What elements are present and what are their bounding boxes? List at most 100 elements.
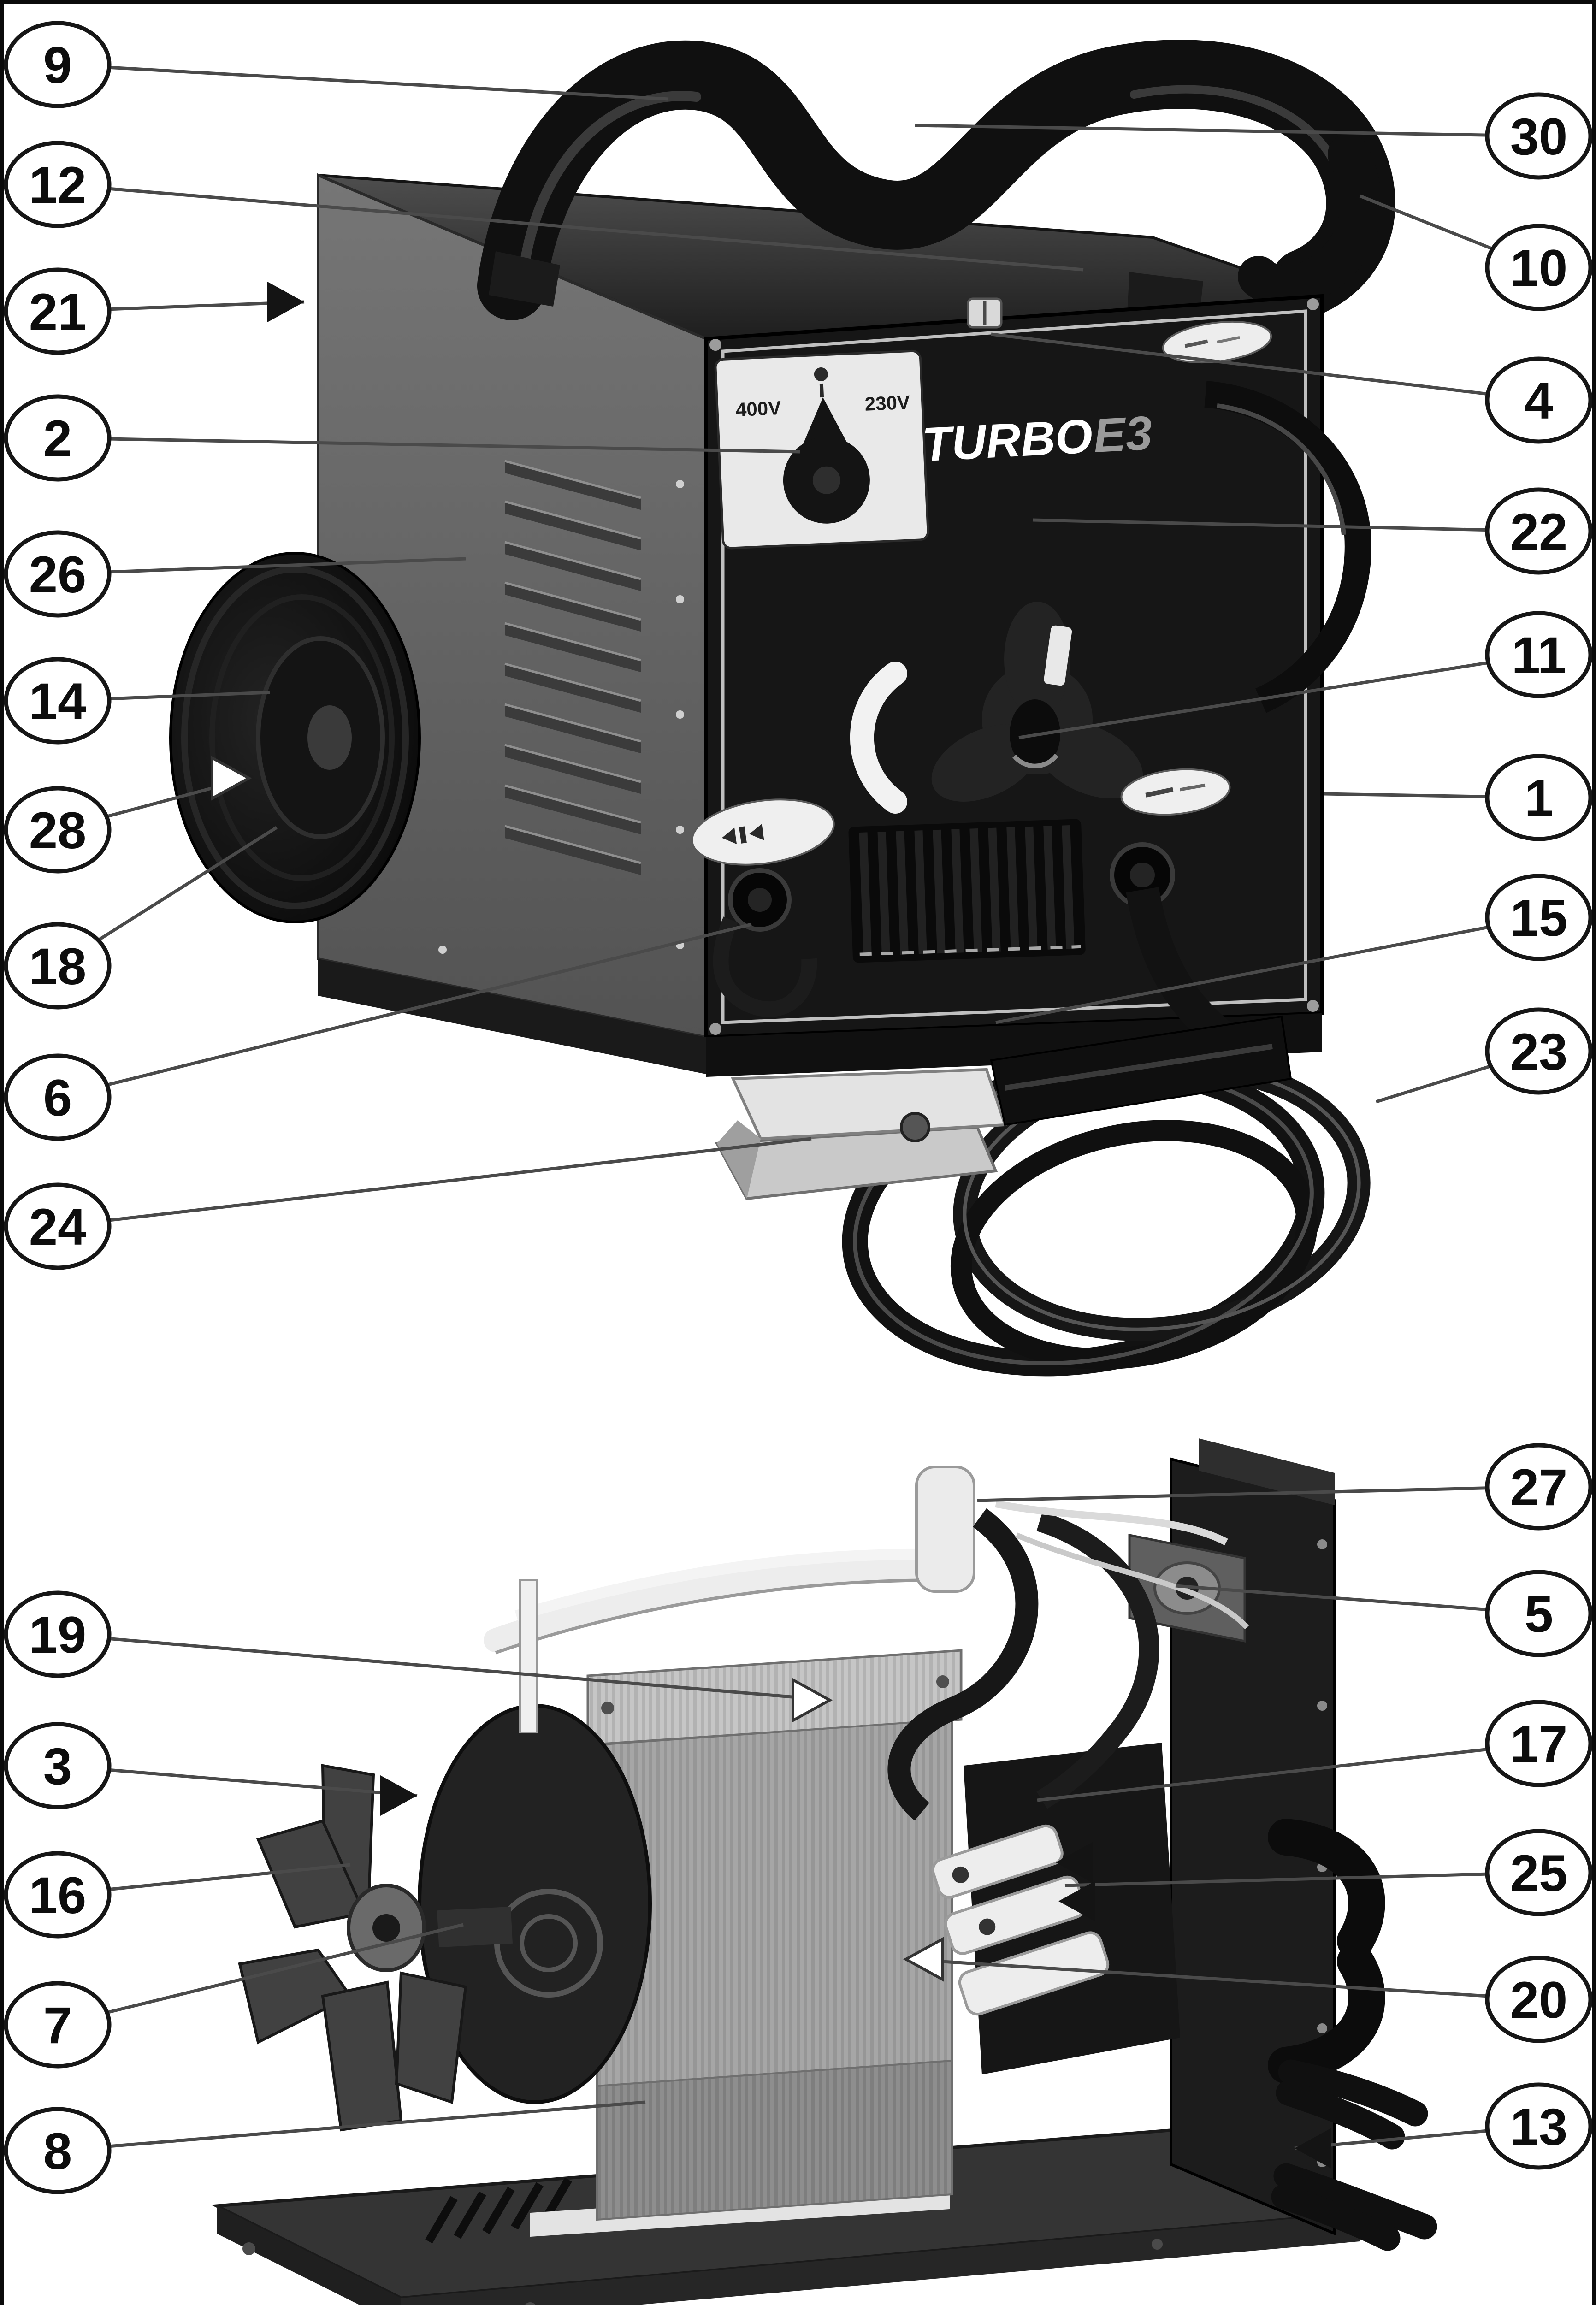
callout-circle xyxy=(1485,224,1593,311)
callout-circle xyxy=(4,1851,112,1939)
callout-circle xyxy=(4,2107,112,2194)
holder-pivot-bolt xyxy=(900,1112,930,1142)
callout-circle xyxy=(1485,754,1593,841)
callout-circle xyxy=(4,786,112,874)
transformer-coil xyxy=(596,2059,953,2221)
transformer-top-yoke xyxy=(586,1649,963,1746)
leader-line xyxy=(1018,653,1539,739)
machine-underside-front xyxy=(706,1013,1322,1077)
callout-circle xyxy=(1485,1007,1593,1095)
leader-line xyxy=(977,1485,1539,1502)
callout-circle xyxy=(4,657,112,745)
side-louver-vents xyxy=(504,460,641,875)
front-panel: 400V 230V TURBO E3 xyxy=(691,294,1324,1040)
wheel xyxy=(169,552,421,923)
callout-number: 18 xyxy=(29,938,87,995)
leader-arrow-icon xyxy=(1058,1881,1095,1921)
callout-number: 5 xyxy=(1525,1585,1553,1643)
leader-arrow-icon xyxy=(903,1936,944,1982)
power-switch xyxy=(967,297,1003,329)
leader-line xyxy=(1032,518,1539,533)
electrode-holder xyxy=(715,1015,1292,1200)
label-glyphs-icon xyxy=(721,824,764,845)
callout-circle xyxy=(4,394,112,482)
leader-arrow-icon xyxy=(211,755,252,801)
leader-line xyxy=(57,557,466,576)
cable-holder-knob xyxy=(1268,1819,1385,2084)
callout-number: 14 xyxy=(29,673,87,730)
callout-number: 4 xyxy=(1525,372,1553,430)
welder-internal-view xyxy=(211,1438,1437,2305)
side-panel-rivets xyxy=(438,480,684,954)
callout-number: 23 xyxy=(1510,1023,1568,1081)
leader-line xyxy=(57,63,669,101)
callout-24: 24 xyxy=(4,1137,812,1270)
callout-18: 18 xyxy=(4,826,278,1010)
leader-line xyxy=(915,124,1539,138)
callout-number: 9 xyxy=(43,36,72,94)
voltage-knob xyxy=(783,397,870,524)
callout-number: 24 xyxy=(29,1198,87,1256)
handle-mount-left xyxy=(489,251,560,307)
machine-underside-left xyxy=(318,959,706,1074)
leader-line xyxy=(905,1957,1539,2001)
callout-30: 30 xyxy=(915,92,1593,180)
callout-number: 6 xyxy=(43,1069,72,1127)
callout-number: 17 xyxy=(1510,1715,1568,1773)
callout-circle xyxy=(1485,1443,1593,1531)
callout-number: 21 xyxy=(29,283,87,341)
callout-layer: 9122122614281862430104221111523193167827… xyxy=(4,21,1593,2194)
callout-circle xyxy=(4,1053,112,1141)
callout-16: 16 xyxy=(4,1851,351,1939)
callout-circle xyxy=(4,1182,112,1270)
callout-circle xyxy=(4,21,112,108)
callout-circle xyxy=(1485,1570,1593,1657)
callout-circle xyxy=(1485,874,1593,961)
dinse-socket-left xyxy=(713,868,817,1017)
input-cables xyxy=(1271,2059,1437,2251)
holder-handle xyxy=(990,1015,1292,1126)
callout-10: 10 xyxy=(1359,194,1593,311)
callout-number: 20 xyxy=(1510,1971,1568,2029)
callout-14: 14 xyxy=(4,657,270,745)
callout-circle xyxy=(4,530,112,618)
handle-bracket xyxy=(484,1466,975,1733)
front-panel-screws xyxy=(709,298,1319,1035)
welder-exterior-view: 400V 230V TURBO E3 xyxy=(169,40,1395,1377)
leader-arrow-icon xyxy=(267,282,304,322)
callout-2: 2 xyxy=(4,394,800,482)
callout-number: 2 xyxy=(43,410,72,467)
callout-circle xyxy=(1485,1956,1593,2043)
callout-number: 15 xyxy=(1510,889,1568,947)
callout-circle xyxy=(1485,611,1593,698)
callout-number: 22 xyxy=(1510,503,1568,561)
wheel-axle-cap xyxy=(307,705,352,770)
callout-19: 19 xyxy=(4,1590,833,1723)
callout-8: 8 xyxy=(4,2100,646,2194)
handle-hook xyxy=(1238,134,1382,307)
callout-20: 20 xyxy=(903,1936,1593,2043)
current-knob xyxy=(931,602,1143,802)
leader-line xyxy=(57,1632,830,1702)
leader-line xyxy=(57,183,1084,272)
callout-circle xyxy=(4,1722,112,1809)
internal-wiring xyxy=(887,1500,1249,1821)
leader-arrow-icon xyxy=(792,1677,833,1723)
leader-line xyxy=(1037,1742,1539,1802)
leader-arrow-icon xyxy=(380,1775,417,1816)
callout-number: 8 xyxy=(43,2122,72,2180)
callout-25: 25 xyxy=(1064,1829,1593,1916)
brand-logo: TURBO E3 xyxy=(921,406,1154,472)
callout-5: 5 xyxy=(1175,1570,1593,1657)
callout-number: 11 xyxy=(1512,626,1566,684)
callout-1: 1 xyxy=(1324,754,1593,841)
rear-panel xyxy=(1128,1438,1437,2251)
callout-15: 15 xyxy=(995,874,1593,1024)
callout-number: 28 xyxy=(29,802,87,859)
callout-6: 6 xyxy=(4,922,752,1141)
callout-number: 7 xyxy=(43,1997,72,2054)
leader-line xyxy=(57,1137,812,1228)
warning-label-right xyxy=(1120,768,1231,816)
